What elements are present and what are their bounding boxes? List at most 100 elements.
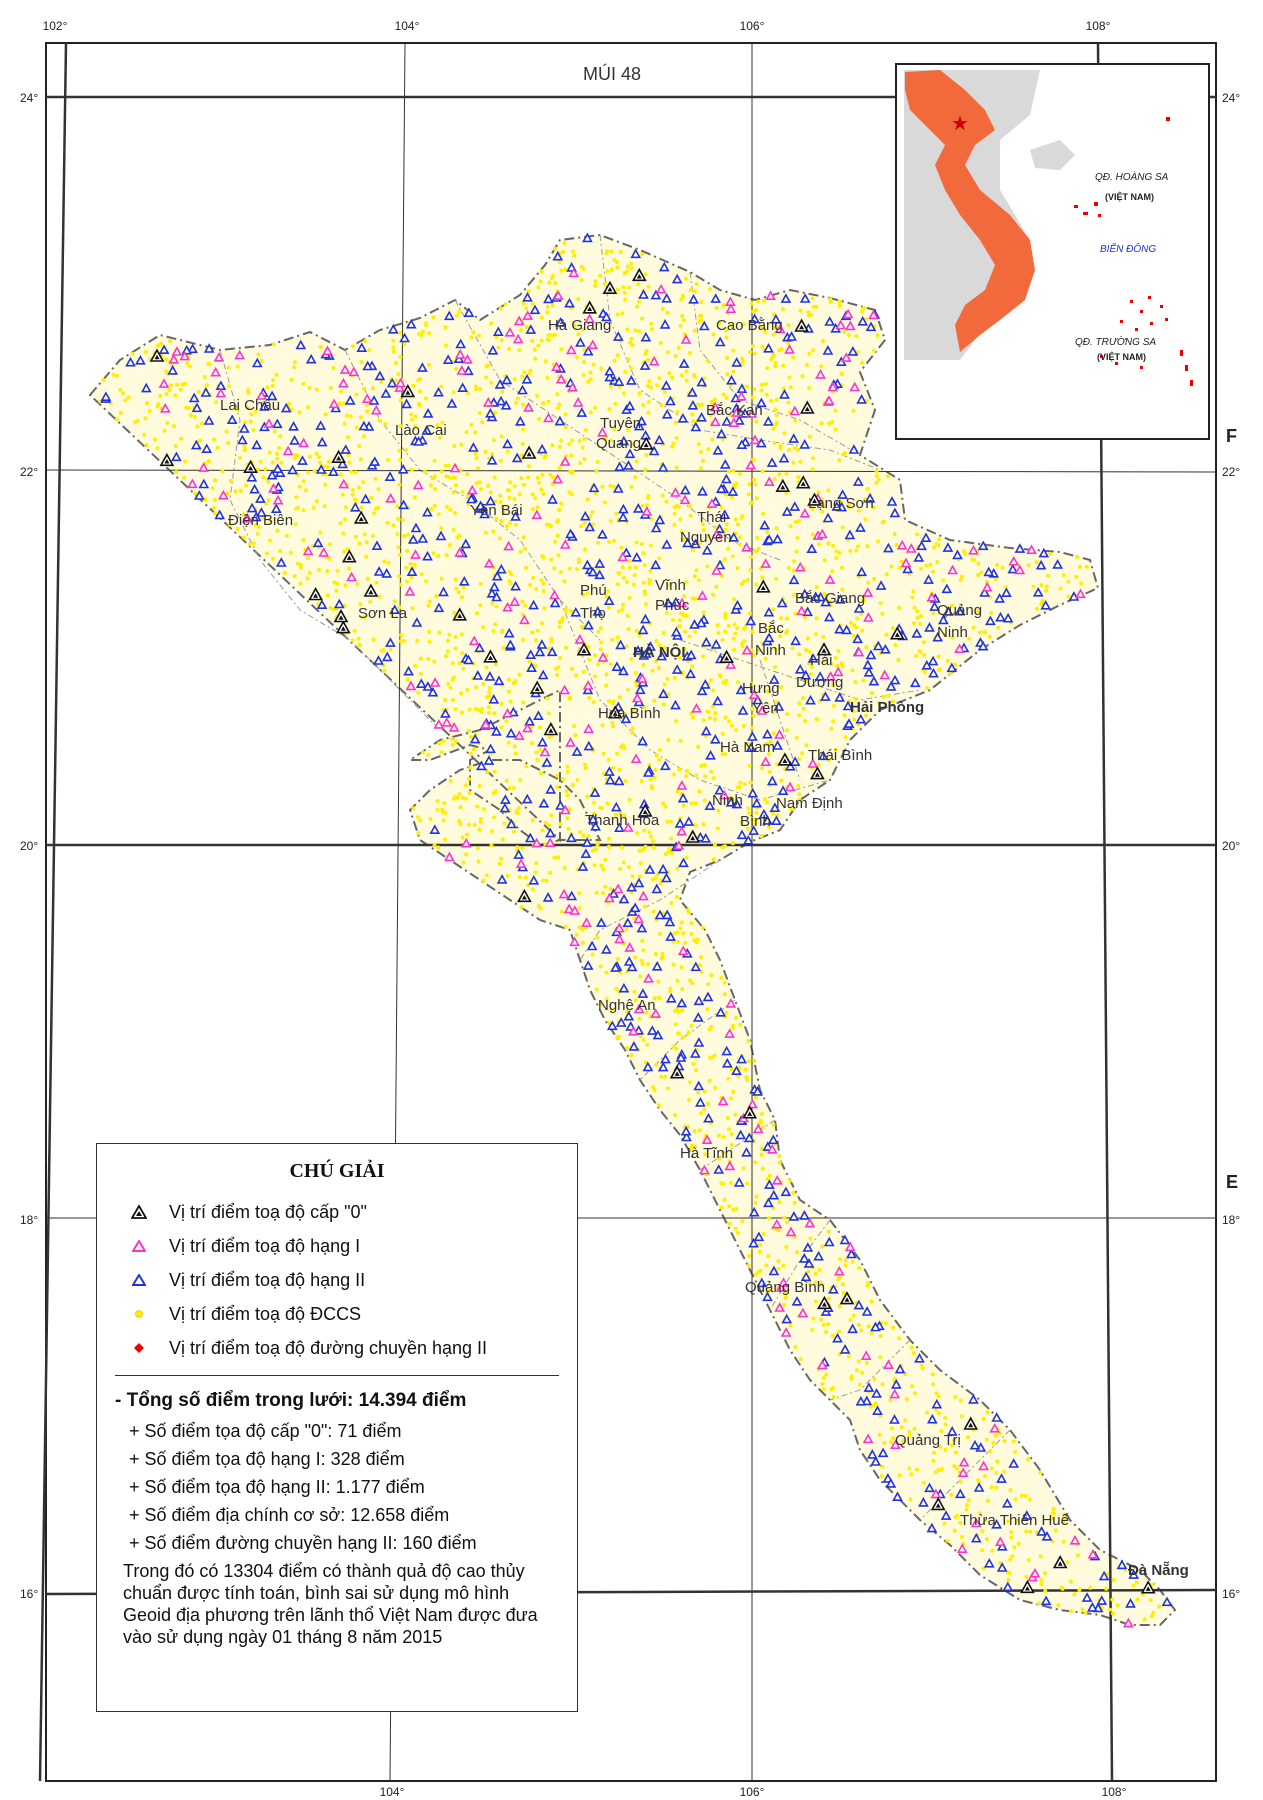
dccs-point (811, 348, 816, 353)
dccs-point (503, 302, 508, 307)
rank1-point (724, 1160, 736, 1171)
dccs-point (912, 605, 917, 610)
rank2-point (789, 501, 801, 511)
dccs-point (936, 1411, 941, 1416)
dccs-point (473, 451, 478, 456)
dccs-point (443, 837, 448, 842)
dccs-point (497, 536, 502, 541)
dccs-point (635, 831, 640, 836)
rank2-point (555, 317, 566, 327)
rank2-point (762, 1141, 774, 1151)
dccs-point (708, 1056, 712, 1061)
dccs-point (599, 863, 604, 868)
rank2-point (689, 619, 700, 629)
dccs-point (897, 565, 902, 570)
dccs-point (977, 1511, 982, 1516)
dccs-point (966, 1435, 971, 1440)
dccs-point (345, 547, 350, 552)
dccs-point (795, 1250, 800, 1255)
level0-point (582, 300, 598, 314)
rank2-point (626, 961, 638, 972)
dccs-point (848, 1317, 853, 1322)
dccs-point (420, 750, 425, 755)
rank1-point (531, 509, 543, 520)
dccs-point (691, 715, 695, 720)
lat-label-18-right: 18° (1222, 1213, 1240, 1227)
dccs-point (679, 373, 684, 378)
dccs-point (666, 1086, 671, 1091)
dccs-point (767, 752, 772, 757)
rank2-point (885, 1478, 897, 1488)
dccs-point (690, 981, 695, 986)
rank1-point (328, 398, 340, 409)
level0-point (631, 267, 647, 282)
rank1-point (429, 677, 441, 687)
dccs-point (836, 1277, 841, 1282)
dccs-point (707, 1078, 712, 1083)
dccs-point (607, 407, 612, 412)
dccs-point (342, 421, 347, 426)
dccs-point (793, 611, 798, 616)
level0-point (1020, 1579, 1035, 1594)
rank1-point (581, 917, 592, 927)
dccs-point (965, 1503, 970, 1507)
dccs-point (487, 690, 492, 695)
dccs-point (734, 728, 739, 733)
dccs-point (1000, 565, 1005, 570)
dccs-point (674, 1046, 679, 1051)
dccs-point (549, 813, 554, 818)
rank2-point (305, 353, 317, 364)
rank2-point (592, 605, 604, 616)
rank2-point (413, 436, 424, 446)
rank2-point (646, 1025, 658, 1035)
dccs-point (478, 817, 483, 821)
dccs-point (699, 313, 703, 318)
dccs-point (634, 628, 639, 633)
dccs-point (853, 697, 858, 702)
dccs-point (639, 779, 644, 784)
rank2-point (702, 991, 714, 1002)
rank2-point (759, 519, 771, 530)
rank2-point (590, 820, 601, 831)
dccs-point (831, 1385, 835, 1390)
dccs-point (731, 468, 736, 473)
rank2-point (455, 338, 467, 349)
rank2-point (1068, 591, 1080, 601)
dccs-point (988, 1449, 993, 1453)
dccs-point (841, 1291, 846, 1295)
dccs-point (444, 654, 449, 659)
rank2-point (522, 291, 533, 302)
dccs-point (334, 588, 339, 593)
dccs-point (765, 530, 770, 534)
dccs-point (446, 463, 451, 468)
rank2-point (926, 1413, 938, 1424)
dccs-point (595, 935, 600, 940)
dccs-point (708, 413, 713, 418)
dccs-point (317, 567, 321, 572)
rank2-point (271, 418, 283, 429)
rank2-point (583, 619, 594, 630)
dccs-point (724, 1010, 729, 1015)
dccs-point (598, 626, 603, 631)
dccs-point (689, 931, 694, 936)
rank2-point (1040, 599, 1052, 610)
rank2-point (855, 713, 867, 724)
dccs-point (794, 549, 799, 554)
dccs-point (581, 669, 586, 674)
dccs-point (811, 304, 816, 309)
dccs-point (361, 480, 366, 485)
dccs-point (693, 823, 698, 828)
dccs-point (448, 779, 453, 783)
dccs-point (182, 475, 187, 480)
dccs-point (791, 355, 796, 360)
rank2-point (862, 659, 874, 670)
rank1-point (900, 557, 912, 568)
dccs-point (859, 612, 864, 616)
dccs-point (671, 1044, 676, 1049)
dccs-point (606, 844, 611, 849)
dccs-point (331, 366, 336, 370)
dccs-point (591, 362, 596, 367)
dccs-point (891, 699, 895, 704)
dccs-point (398, 458, 403, 463)
dccs-point (760, 382, 764, 387)
